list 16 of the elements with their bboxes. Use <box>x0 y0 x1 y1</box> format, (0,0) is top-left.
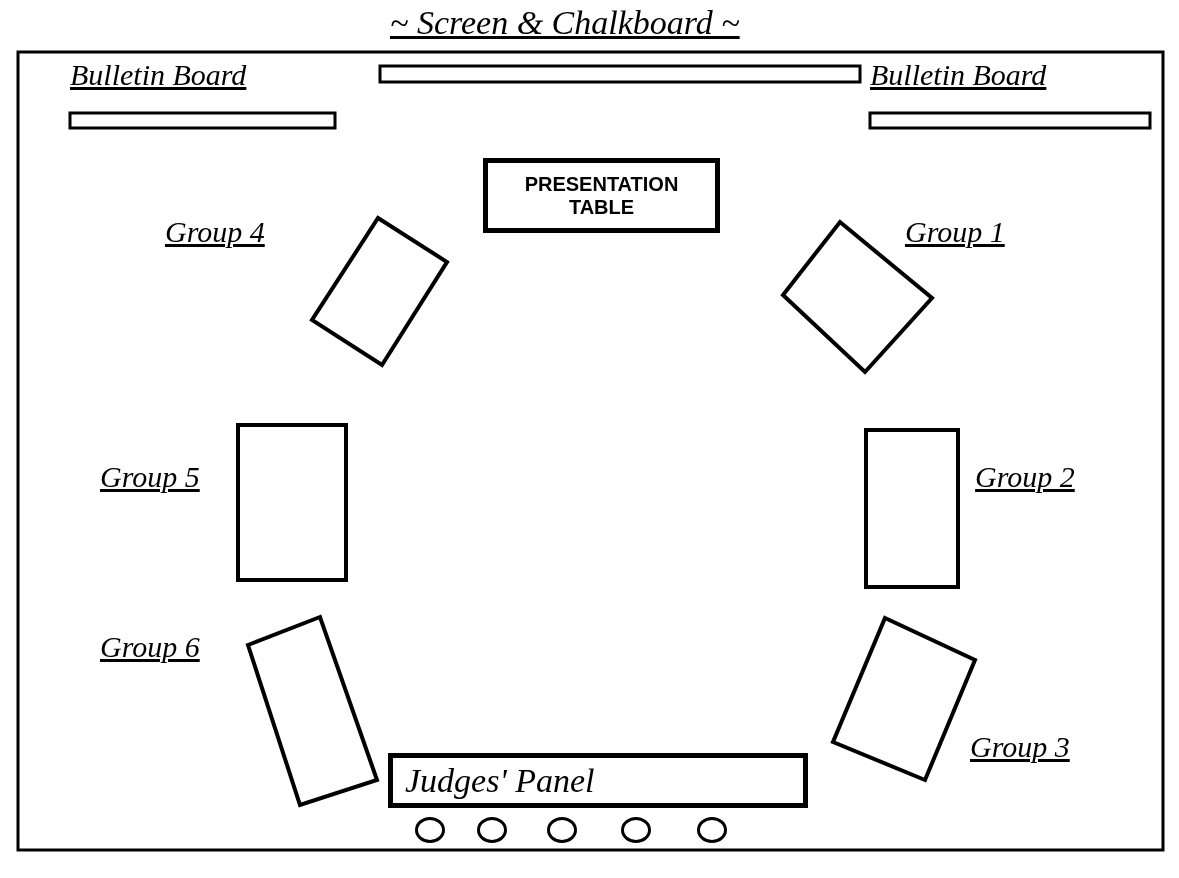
presentation-table: PRESENTATION TABLE <box>483 158 720 233</box>
judges-panel-table: Judges' Panel <box>388 753 808 808</box>
chair <box>415 817 445 843</box>
chair <box>477 817 507 843</box>
group-label: Group 4 <box>165 215 265 249</box>
chair <box>697 817 727 843</box>
group-label: Group 2 <box>975 460 1075 494</box>
bulletin-board-label: Bulletin Board <box>870 58 1047 92</box>
group-label: Group 6 <box>100 630 200 664</box>
group-label: Group 1 <box>905 215 1005 249</box>
group-label: Group 5 <box>100 460 200 494</box>
group-label: Group 3 <box>970 730 1070 764</box>
chair <box>621 817 651 843</box>
chair <box>547 817 577 843</box>
bulletin-board-label: Bulletin Board <box>70 58 247 92</box>
screen-chalkboard-label: ~ Screen & Chalkboard ~ <box>390 4 740 42</box>
